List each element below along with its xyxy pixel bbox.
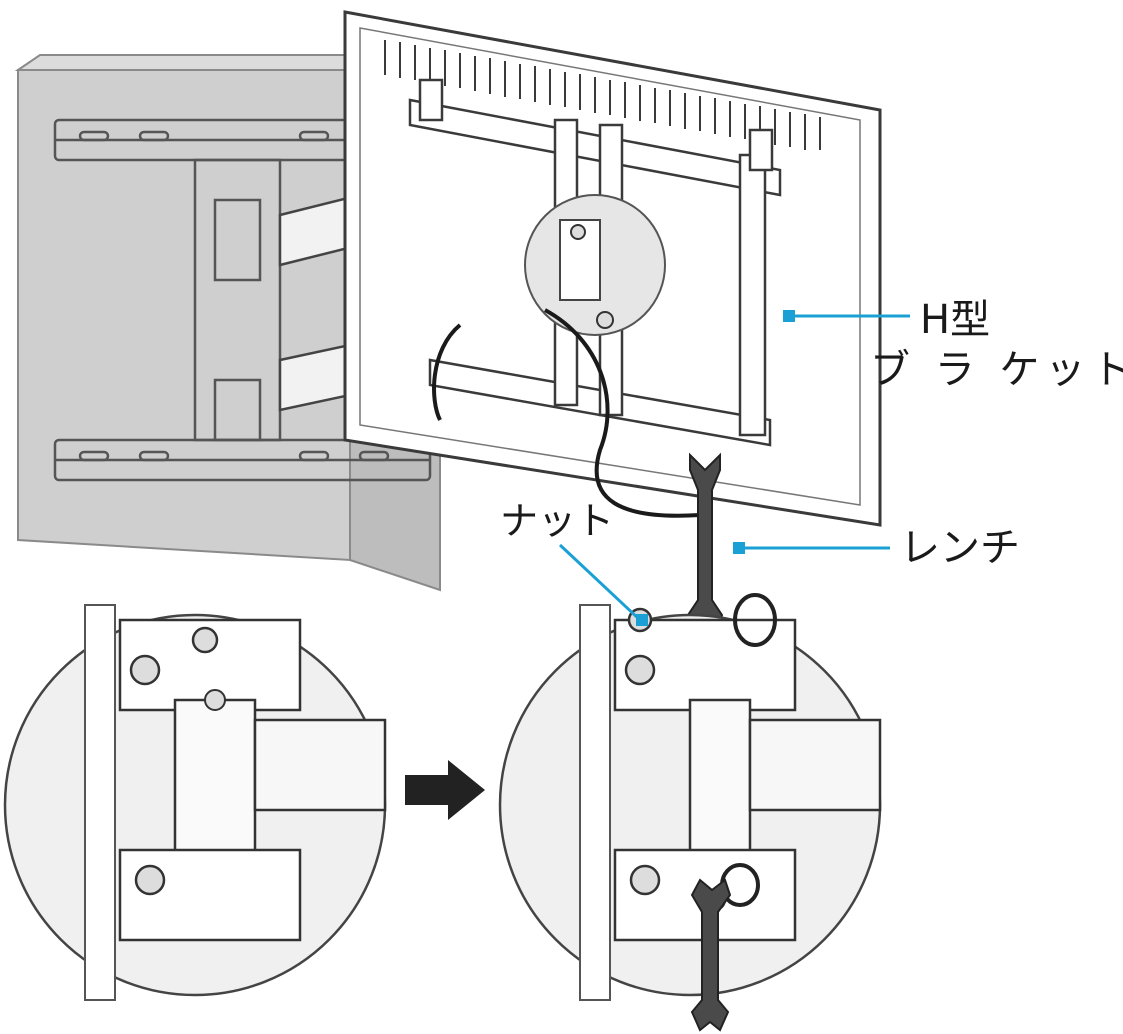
wrench-label: レンチ [900, 525, 1020, 571]
nut-leader-line [558, 543, 642, 622]
leader-lines [558, 310, 910, 626]
nut-leader-marker [636, 614, 648, 626]
bracket-label-line1: H型 [920, 297, 991, 343]
arrow-right-icon [405, 760, 485, 820]
joint-highlight-circle [524, 194, 666, 336]
wall-plate [53, 118, 432, 482]
nut-label: ナット [500, 499, 615, 543]
wrench-lower [690, 878, 732, 1032]
safety-cable [432, 308, 701, 518]
detail-circle-after [498, 593, 882, 1001]
detail-circle-before [3, 604, 387, 1001]
bracket-label-line2: ブ ラ ケット [870, 347, 1123, 393]
tv-vents [384, 40, 821, 150]
bracket-leader-marker [783, 310, 795, 322]
wrench-leader-marker [733, 542, 745, 554]
